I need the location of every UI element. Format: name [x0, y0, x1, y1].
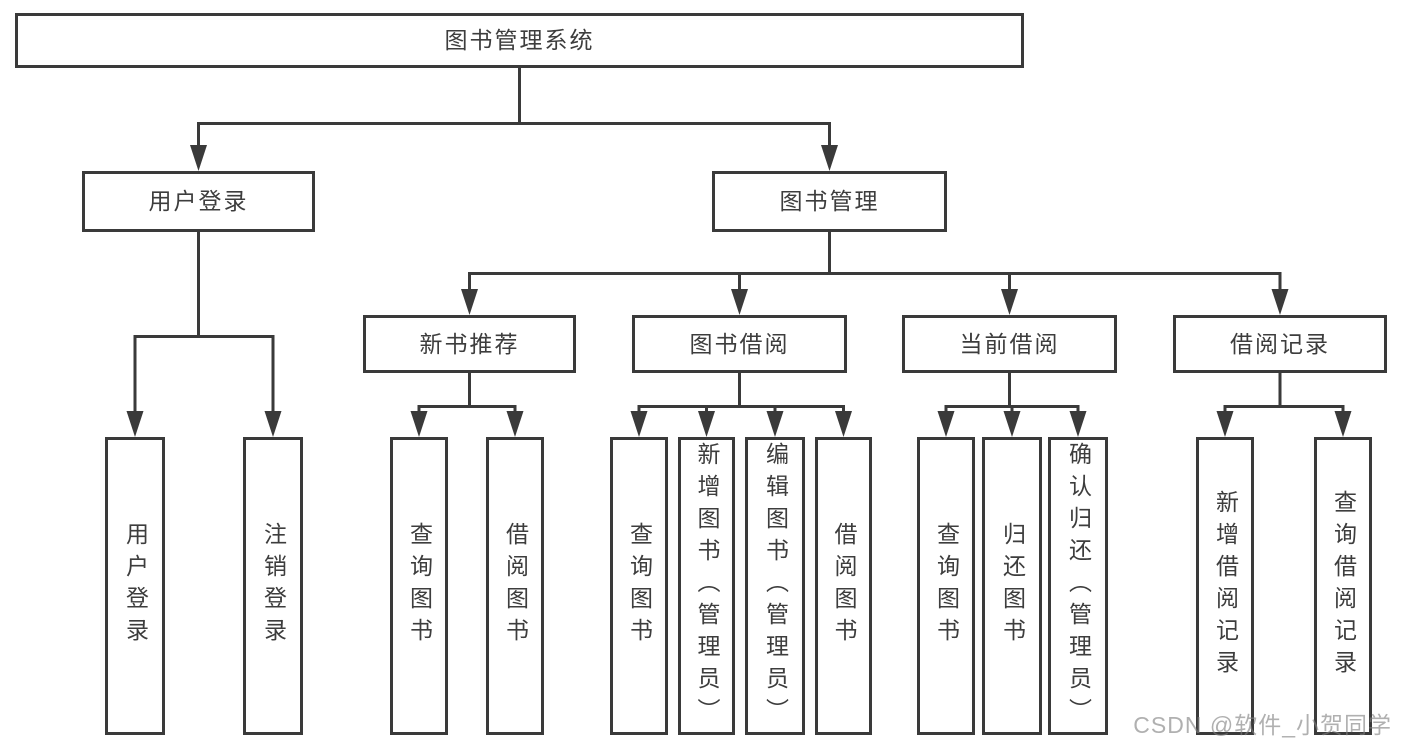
- node-root: 图书管理系统: [15, 13, 1024, 68]
- arrow-down-icon: [190, 145, 207, 171]
- node-label-b-query: 查询图书: [626, 522, 653, 650]
- arrow-down-icon: [410, 411, 428, 437]
- node-label-b-add: 新增图书（管理员）: [694, 442, 720, 730]
- node-b-query: 查询图书: [610, 437, 668, 735]
- arrow-down-icon: [1001, 289, 1018, 315]
- node-label-nb-borrow: 借阅图书: [502, 522, 529, 650]
- arrow-down-icon: [461, 289, 478, 315]
- node-login: 用户登录: [82, 171, 315, 232]
- node-r-add: 新增借阅记录: [1196, 437, 1254, 735]
- node-b-add: 新增图书（管理员）: [678, 437, 735, 735]
- arrow-down-icon: [937, 411, 955, 437]
- arrow-down-icon: [731, 289, 748, 315]
- arrow-down-icon: [506, 411, 524, 437]
- node-label-b-edit: 编辑图书（管理员）: [762, 442, 789, 730]
- node-new-book: 新书推荐: [363, 315, 576, 373]
- node-c-query: 查询图书: [917, 437, 975, 735]
- node-user-login: 用户登录: [105, 437, 165, 735]
- node-label-b-borrow: 借阅图书: [831, 522, 857, 650]
- node-b-edit: 编辑图书（管理员）: [745, 437, 805, 735]
- arrow-down-icon: [1003, 411, 1021, 437]
- node-label-r-query: 查询借阅记录: [1330, 490, 1357, 682]
- arrow-down-icon: [126, 411, 144, 437]
- node-borrow: 图书借阅: [632, 315, 847, 373]
- arrow-down-icon: [264, 411, 282, 437]
- node-label-r-add: 新增借阅记录: [1212, 490, 1239, 682]
- arrow-down-icon: [766, 411, 784, 437]
- node-label-current: 当前借阅: [959, 330, 1060, 357]
- node-label-c-query: 查询图书: [933, 522, 960, 650]
- node-c-confirm: 确认归还（管理员）: [1048, 437, 1108, 735]
- node-r-query: 查询借阅记录: [1314, 437, 1372, 735]
- node-label-login: 用户登录: [148, 188, 249, 214]
- node-nb-borrow: 借阅图书: [486, 437, 544, 735]
- node-current: 当前借阅: [902, 315, 1117, 373]
- arrow-down-icon: [1271, 289, 1289, 315]
- node-label-nb-query: 查询图书: [406, 522, 433, 650]
- node-label-new-book: 新书推荐: [419, 330, 520, 357]
- node-label-logout: 注销登录: [260, 522, 287, 650]
- node-mgmt: 图书管理: [712, 171, 947, 232]
- node-label-user-login: 用户登录: [122, 522, 149, 650]
- arrow-down-icon: [1334, 411, 1352, 437]
- arrow-down-icon: [821, 145, 838, 171]
- node-records: 借阅记录: [1173, 315, 1387, 373]
- arrow-down-icon: [835, 411, 852, 437]
- node-label-c-confirm: 确认归还（管理员）: [1065, 442, 1092, 730]
- node-logout: 注销登录: [243, 437, 303, 735]
- arrow-down-icon: [1069, 411, 1087, 437]
- node-label-borrow: 图书借阅: [689, 330, 790, 357]
- node-c-return: 归还图书: [982, 437, 1042, 735]
- node-nb-query: 查询图书: [390, 437, 448, 735]
- node-b-borrow: 借阅图书: [815, 437, 872, 735]
- node-label-root: 图书管理系统: [444, 27, 595, 53]
- node-label-c-return: 归还图书: [999, 522, 1026, 650]
- node-label-mgmt: 图书管理: [779, 188, 880, 214]
- arrow-down-icon: [1216, 411, 1234, 437]
- node-label-records: 借阅记录: [1230, 330, 1330, 357]
- arrow-down-icon: [698, 411, 715, 437]
- arrow-down-icon: [630, 411, 648, 437]
